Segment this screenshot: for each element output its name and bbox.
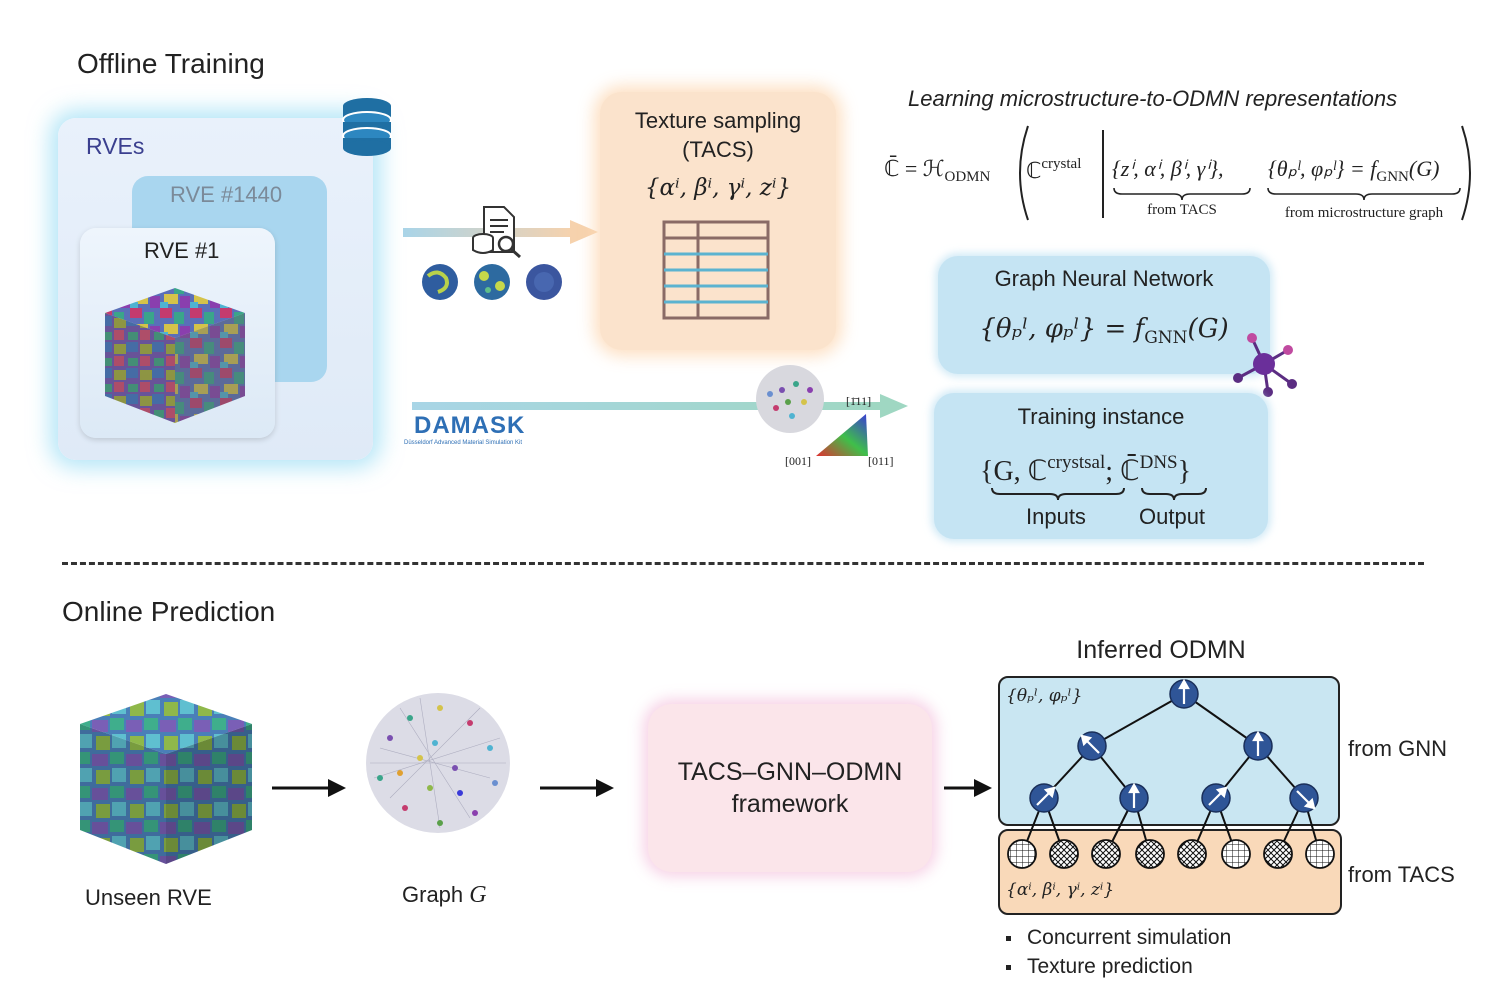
training-instance-title: Training instance xyxy=(1017,404,1185,429)
framework-box: TACS–GNN–ODMN framework xyxy=(648,704,932,872)
arrow-to-training-instance xyxy=(412,394,908,418)
close-paren xyxy=(1461,125,1471,221)
gnn-title: Graph Neural Network xyxy=(994,266,1214,291)
gnn-box xyxy=(938,256,1270,374)
online-prediction-title: Online Prediction xyxy=(62,596,276,627)
bullet-texture-prediction: Texture prediction xyxy=(1006,955,1193,979)
damask-logo: DAMASK xyxy=(414,412,526,439)
rves-label: RVEs xyxy=(86,133,145,159)
learning-tacs-set: {zⁱ, αⁱ, βⁱ, γⁱ}, xyxy=(1112,156,1224,181)
gnn-formula: {θₚˡ, φₚˡ} = fGNN(G) xyxy=(979,314,1229,348)
inputs-underbrace xyxy=(991,487,1125,501)
tacs-underbrace xyxy=(1113,187,1251,201)
ipf-label-right: [011] xyxy=(868,454,894,468)
from-tacs-label: from TACS xyxy=(1348,862,1455,887)
texture-sampling-subtitle: (TACS) xyxy=(682,137,754,162)
framework-line2: framework xyxy=(731,790,849,818)
from-gnn-label: from GNN xyxy=(1348,736,1447,761)
unseen-rve-cube-image xyxy=(80,694,252,864)
inputs-label: Inputs xyxy=(1026,504,1086,529)
ipf-triangle xyxy=(816,414,868,456)
rve-back-label: RVE #1440 xyxy=(170,182,283,207)
graph-label: Graph G xyxy=(402,882,487,908)
arrow-graph-to-framework xyxy=(540,779,614,797)
from-graph-caption: from microstructure graph xyxy=(1284,205,1444,221)
graph-underbrace xyxy=(1267,187,1461,201)
open-paren xyxy=(1019,125,1029,221)
damask-subtitle: Düsseldorf Advanced Material Simulation … xyxy=(404,440,523,446)
from-tacs-caption: from TACS xyxy=(1147,202,1217,218)
odmn-gnn-params: {θₚˡ, φₚˡ} xyxy=(1006,686,1083,706)
graph-g-image xyxy=(366,693,510,833)
training-formula: {G, ℂcrystsal; ℂ̄DNS} xyxy=(980,452,1192,487)
offline-training-title: Offline Training xyxy=(77,48,265,79)
training-instance-box xyxy=(934,393,1268,539)
arrow-framework-to-odmn xyxy=(944,779,992,797)
bullet-concurrent-simulation: Concurrent simulation xyxy=(1006,926,1231,950)
unseen-rve-label: Unseen RVE xyxy=(85,885,212,910)
graph-blob-small xyxy=(756,365,824,433)
odmn-tacs-params: {αⁱ, βⁱ, γⁱ, zⁱ} xyxy=(1006,880,1115,900)
ipf-label-top: [1̄11] xyxy=(846,394,872,408)
output-underbrace xyxy=(1141,487,1207,501)
framework-line1: TACS–GNN–ODMN xyxy=(677,758,903,786)
rve-front-label: RVE #1 xyxy=(144,238,220,263)
output-label: Output xyxy=(1139,504,1206,529)
ipf-label-left: [001] xyxy=(785,454,811,468)
inferred-odmn-title: Inferred ODMN xyxy=(1076,636,1246,664)
learning-c-crystal: ℂcrystal xyxy=(1026,156,1082,183)
document-search-icon xyxy=(472,206,521,259)
learning-gnn-set: {θₚˡ, φₚˡ} = fGNN(G) xyxy=(1268,156,1440,185)
molecule-icon xyxy=(1233,333,1297,397)
section-divider xyxy=(62,562,1424,565)
odmn-tree xyxy=(1007,678,1335,869)
learning-lhs: ℂ̄ = ℋODMN xyxy=(884,156,991,185)
texture-table-icon xyxy=(662,220,770,320)
learning-title: Learning microstructure-to-ODMN represen… xyxy=(908,86,1398,111)
texture-formula: {αⁱ, βⁱ, γⁱ, zⁱ} xyxy=(644,175,792,201)
texture-sampling-title: Texture sampling xyxy=(634,108,802,133)
arrow-cube-to-graph xyxy=(272,779,346,797)
pole-figure-icons xyxy=(422,264,562,300)
conditional-bar xyxy=(1102,130,1104,218)
rve-cube-image xyxy=(105,288,245,423)
database-icon xyxy=(342,98,392,156)
